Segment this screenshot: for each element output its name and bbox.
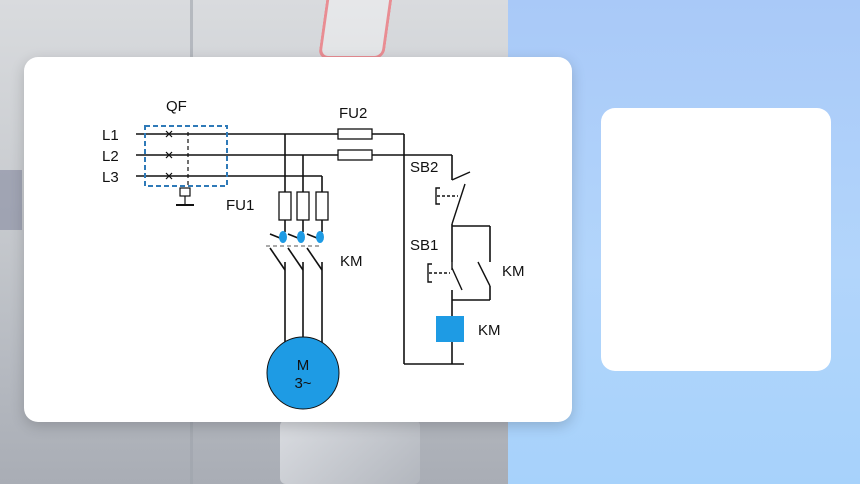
wires (136, 133, 491, 365)
fuse-fu2-2 (337, 149, 373, 161)
km-main-blade-2 (287, 247, 304, 271)
label-motor-phase: 3~ (294, 375, 311, 392)
label-sb2: SB2 (410, 159, 438, 176)
breaker-internals (165, 130, 194, 206)
fuse-fu2-1 (337, 128, 373, 140)
breaker-qf-box (144, 125, 228, 187)
label-km-aux: KM (502, 263, 525, 280)
contact-dots (279, 231, 324, 243)
label-qf: QF (166, 98, 187, 115)
fuse-fu1-1 (278, 191, 292, 221)
km-main-blade-1 (269, 247, 286, 271)
contactor-coil (436, 316, 464, 342)
start-button-sb1 (427, 262, 463, 291)
km-aux-contact (477, 261, 491, 287)
label-l1: L1 (102, 127, 119, 144)
label-sb1: SB1 (410, 237, 438, 254)
label-km-coil: KM (478, 322, 501, 339)
stop-button-sb2 (435, 171, 471, 225)
label-l3: L3 (102, 169, 119, 186)
cabinet-lever (280, 420, 420, 484)
fuse-fu1-3 (315, 191, 329, 221)
label-fu1: FU1 (226, 197, 254, 214)
motor-symbol (266, 336, 340, 410)
cabinet-indicator (0, 170, 22, 230)
side-card (601, 108, 831, 371)
fuse-fu1-2 (296, 191, 310, 221)
label-fu2: FU2 (339, 105, 367, 122)
label-km-main: KM (340, 253, 363, 270)
label-motor: M (297, 357, 310, 374)
km-main-blade-3 (306, 247, 323, 271)
label-l2: L2 (102, 148, 119, 165)
